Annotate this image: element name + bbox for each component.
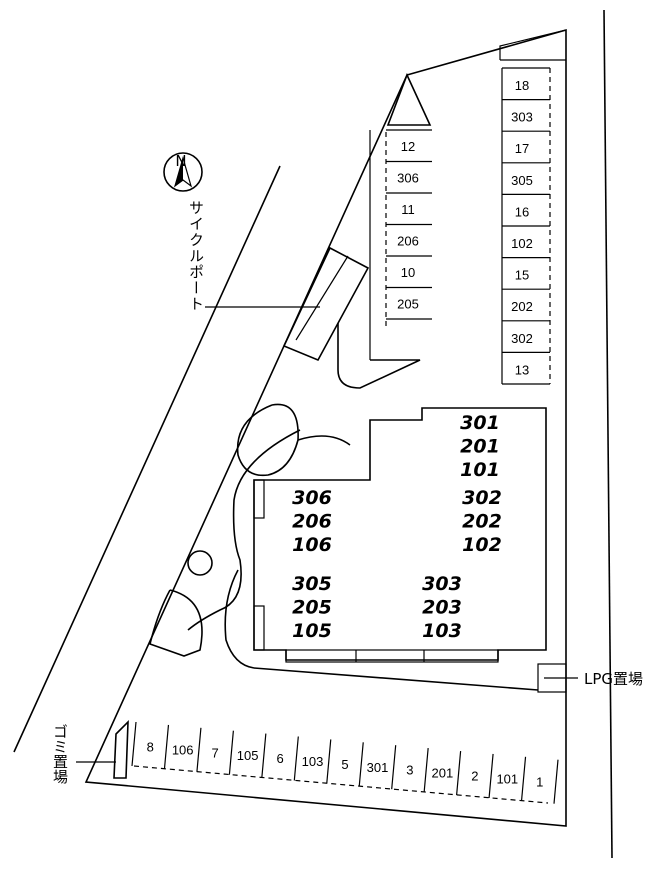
parking-bottom-divider xyxy=(196,727,202,772)
parking-left-slot-label: 11 xyxy=(401,202,415,217)
unit-number: 303 xyxy=(422,573,462,595)
unit-number: 206 xyxy=(292,511,332,533)
parking-left-column: 12 306 11 206 10 205 xyxy=(386,129,432,320)
unit-number: 306 xyxy=(292,487,332,509)
corner-detail xyxy=(499,29,567,60)
parking-right-slot-label: 102 xyxy=(511,236,533,251)
parking-bottom-divider xyxy=(391,745,397,790)
compass-label: N xyxy=(175,152,186,170)
parking-bottom-slot-label: 1 xyxy=(536,774,543,789)
unit-number: 201 xyxy=(460,436,500,458)
parking-bottom-divider xyxy=(423,748,429,793)
parking-bottom-slot-label: 8 xyxy=(147,739,154,754)
parking-left-slot-label: 10 xyxy=(401,265,415,280)
landscape-tree xyxy=(187,550,213,576)
parking-bottom-slot-label: 101 xyxy=(496,771,518,786)
parking-right-column: 18 303 17 305 16 102 15 202 302 13 xyxy=(502,67,550,385)
parking-bottom-divider xyxy=(228,730,234,775)
parking-bottom-slot-label: 2 xyxy=(471,768,478,783)
landscape-curve-inner xyxy=(297,435,351,446)
parking-bottom-slot-label: 301 xyxy=(367,760,389,775)
unit-number: 305 xyxy=(292,573,332,595)
parking-right-slot-label: 303 xyxy=(511,110,533,125)
parking-right-slot-label: 202 xyxy=(511,299,533,314)
parking-bottom-divider xyxy=(456,750,462,796)
parking-bottom-divider xyxy=(131,721,137,767)
parking-left-slot-label: 12 xyxy=(401,139,415,154)
parking-left-slot-label: 205 xyxy=(397,297,419,312)
parking-right-slot-label: 18 xyxy=(515,78,529,93)
parking-right-slot-label: 305 xyxy=(511,173,533,188)
garbage-label: ゴミ置場 xyxy=(51,724,69,784)
parking-bottom-slot-label: 7 xyxy=(212,745,219,760)
parking-bottom-slot-label: 105 xyxy=(237,748,259,763)
parking-bottom-slot-label: 5 xyxy=(341,757,348,772)
courtyard-edge xyxy=(253,667,539,691)
parking-left-slot-label: 306 xyxy=(397,171,419,186)
parking-right-slot-label: 302 xyxy=(511,331,533,346)
unit-number: 102 xyxy=(462,534,502,556)
parking-bottom-row: 8 106 7 105 6 103 5 301 3 201 2 101 1 xyxy=(131,721,559,804)
unit-number: 203 xyxy=(422,597,462,619)
road-line-left xyxy=(13,165,281,753)
parking-right-slot-label: 17 xyxy=(515,141,529,156)
parking-bottom-divider xyxy=(488,753,494,798)
landscape-curve-top xyxy=(236,403,299,477)
parking-bottom-divider xyxy=(261,733,267,778)
parking-bottom-divider xyxy=(326,739,332,784)
parking-bottom-slot-label: 6 xyxy=(276,751,283,766)
parking-bottom-backline xyxy=(133,765,549,804)
parking-bottom-slot-label: 103 xyxy=(302,754,324,769)
parking-bottom-divider xyxy=(163,724,170,769)
parking-right-slot-label: 15 xyxy=(515,268,529,283)
building-ledge-left-top xyxy=(253,479,265,519)
parking-left-slot-label: 206 xyxy=(397,234,419,249)
unit-number: 105 xyxy=(292,620,332,642)
unit-number: 205 xyxy=(292,597,332,619)
parking-bottom-slot-label: 106 xyxy=(172,742,194,757)
cycle-port-label: サイクルポート xyxy=(187,200,205,312)
parking-bottom-divider xyxy=(553,759,559,804)
lpg-label: LPG置場 xyxy=(584,670,643,688)
landscape-curve-main xyxy=(187,429,301,631)
unit-number: 103 xyxy=(422,620,462,642)
unit-number: 101 xyxy=(460,459,500,481)
parking-bottom-divider xyxy=(293,736,299,781)
site-boundary xyxy=(84,28,567,827)
parking-right-slot-label: 13 xyxy=(515,362,529,377)
parking-bottom-slot-label: 201 xyxy=(432,766,454,781)
triangle-marker xyxy=(386,72,432,126)
parking-bottom-divider xyxy=(520,756,527,801)
road-line-right xyxy=(603,9,613,859)
unit-number: 106 xyxy=(292,534,332,556)
cycle-port-divider xyxy=(295,255,349,341)
building-ledge-left-bottom xyxy=(253,605,265,651)
unit-number: 301 xyxy=(460,412,500,434)
building-ledge-bottom xyxy=(285,649,499,663)
landscape-bed-lower xyxy=(149,589,203,657)
compass-icon xyxy=(163,152,203,192)
unit-number: 202 xyxy=(462,511,502,533)
landscape-curve-lower xyxy=(224,569,255,669)
garbage-storage xyxy=(113,719,129,779)
parking-right-slot-label: 16 xyxy=(515,204,529,219)
cycle-port-shelter xyxy=(282,246,370,362)
parking-bottom-divider xyxy=(358,742,364,787)
parking-bottom-slot-label: 3 xyxy=(406,763,413,778)
unit-number: 302 xyxy=(462,487,502,509)
